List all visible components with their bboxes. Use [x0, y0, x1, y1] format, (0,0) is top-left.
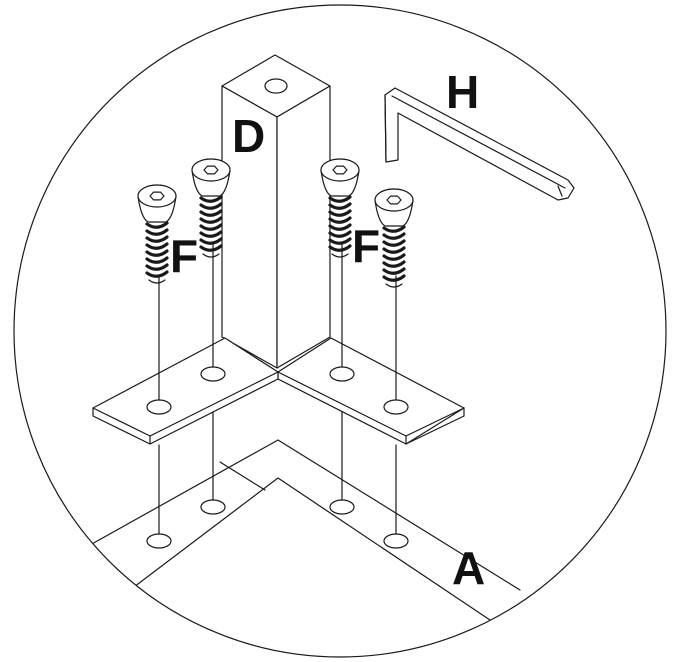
screw — [137, 184, 177, 284]
tube-hole — [264, 78, 288, 94]
detail-circle — [13, 4, 667, 658]
corner-bracket — [92, 337, 465, 445]
upper-guide-lines — [158, 242, 397, 401]
label-f-left: F — [170, 230, 198, 282]
lower-guide-lines — [158, 405, 397, 535]
label-a: A — [452, 542, 485, 594]
screws-f — [137, 158, 414, 288]
screw — [374, 188, 414, 288]
screw — [191, 158, 231, 258]
label-h: H — [446, 66, 479, 118]
label-f-right: F — [352, 220, 380, 272]
label-d: D — [232, 110, 265, 162]
square-tube-d — [221, 54, 331, 369]
hex-key-h — [384, 87, 575, 201]
screw — [320, 158, 360, 258]
